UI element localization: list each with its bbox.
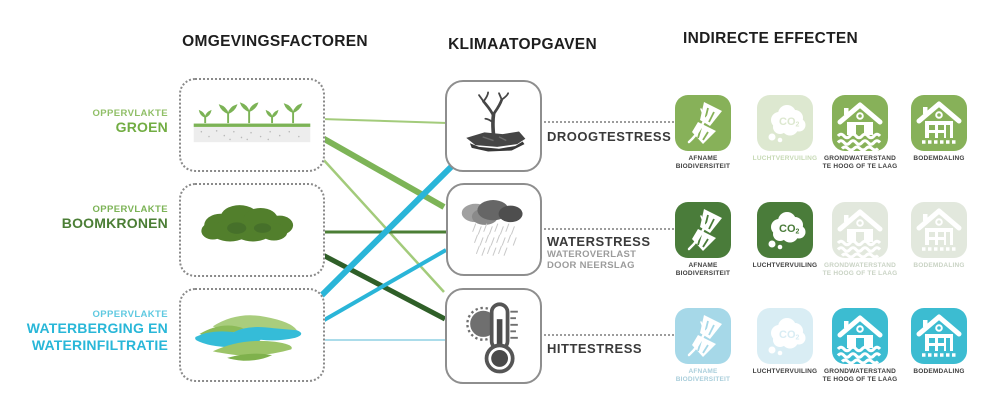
effect-caption: BODEMDALING <box>913 262 965 269</box>
thermometer-icon <box>465 302 518 374</box>
factor-box-groen <box>179 78 325 172</box>
climate-subtitle: DOOR NEERSLAG <box>547 260 635 271</box>
factor-name-label: BOOMKRONEN <box>61 215 168 231</box>
svg-text:CO2: CO2 <box>779 223 800 236</box>
butterfly-icon <box>675 95 731 151</box>
dotted-connector-hittestress <box>540 334 674 336</box>
tree-canopy-illustration <box>201 205 294 242</box>
green-surface-illustration <box>193 102 311 143</box>
link-waterberging-waterstress <box>318 248 447 325</box>
dotted-connector-waterstress <box>540 228 674 230</box>
header-omgevingsfactoren: OMGEVINGSFACTOREN <box>182 33 368 50</box>
butterfly-icon <box>675 308 731 364</box>
factor-name-label: WATERINFILTRATIE <box>31 336 168 353</box>
co2-cloud-icon: CO2 <box>757 95 813 151</box>
link-groen-hittestress <box>320 156 445 293</box>
link-waterberging-droogtestress <box>316 162 456 301</box>
climate-label-hittestress: HITTESTRESS <box>547 341 642 356</box>
factor-name-label: GROEN <box>115 119 168 135</box>
effect-hittestress-luchtvervuiling: CO2 LUCHTVERVUILING <box>753 308 817 375</box>
dotted-connector-droogtestress <box>540 121 674 123</box>
house-subsidence-icon <box>911 202 967 258</box>
effect-droogtestress-bodemdaling: BODEMDALING <box>911 95 967 162</box>
climate-subtitle: WATEROVERLAST <box>547 249 637 260</box>
house-subsidence-icon <box>911 308 967 364</box>
co2-cloud-icon: CO2 <box>757 202 813 258</box>
dead-tree-icon <box>465 91 525 152</box>
climate-title: DROOGTESTRESS <box>547 129 672 144</box>
header-klimaatopgaven: KLIMAATOPGAVEN <box>448 36 597 53</box>
climate-label-waterstress: WATERSTRESS WATEROVERLAST DOOR NEERSLAG <box>547 234 651 271</box>
effect-caption: BODEMDALING <box>913 155 965 162</box>
svg-text:CO2: CO2 <box>779 116 800 129</box>
svg-text:CO2: CO2 <box>779 329 800 342</box>
house-subsidence-icon <box>911 95 967 151</box>
link-groen-droogtestress <box>320 118 448 124</box>
effect-caption: LUCHTVERVUILING <box>752 262 818 269</box>
factor-box-boomkronen <box>179 183 325 277</box>
factor-label-groen: OPPERVLAKTE GROEN <box>0 108 168 136</box>
house-flood-icon <box>832 308 888 364</box>
butterfly-icon <box>675 202 731 258</box>
effect-droogtestress-luchtvervuiling: CO2 LUCHTVERVUILING <box>753 95 817 162</box>
factor-label-waterberging: OPPERVLAKTE WATERBERGING EN WATERINFILTR… <box>0 309 168 353</box>
effect-waterstress-bodemdaling: BODEMDALING <box>911 202 967 269</box>
water-storage-illustration <box>195 315 302 361</box>
effect-hittestress-bodemdaling: BODEMDALING <box>911 308 967 375</box>
climate-box-droogtestress <box>445 80 542 172</box>
co2-cloud-icon: CO2 <box>757 308 813 364</box>
climate-label-droogtestress: DROOGTESTRESS <box>547 129 671 144</box>
factor-label-boomkronen: OPPERVLAKTE BOOMKRONEN <box>0 204 168 232</box>
factor-name-label: WATERBERGING EN <box>26 320 168 336</box>
house-flood-icon <box>832 95 888 151</box>
factor-box-waterberging <box>179 288 325 382</box>
effect-caption: LUCHTVERVUILING <box>752 155 818 162</box>
climate-box-hittestress <box>445 288 542 384</box>
factor-pre-label: OPPERVLAKTE <box>92 108 168 119</box>
header-indirecte-effecten: INDIRECTE EFFECTEN <box>682 30 859 47</box>
house-flood-icon <box>832 202 888 258</box>
effect-caption: BODEMDALING <box>913 368 965 375</box>
effect-caption: LUCHTVERVUILING <box>752 368 818 375</box>
factor-pre-label: OPPERVLAKTE <box>92 204 168 215</box>
climate-box-waterstress <box>446 183 542 276</box>
climate-title: HITTESTRESS <box>547 341 643 356</box>
factor-pre-label: OPPERVLAKTE <box>92 309 168 320</box>
effect-waterstress-luchtvervuiling: CO2 LUCHTVERVUILING <box>753 202 817 269</box>
rain-cloud-icon <box>461 199 523 256</box>
climate-title: WATERSTRESS <box>547 234 651 249</box>
